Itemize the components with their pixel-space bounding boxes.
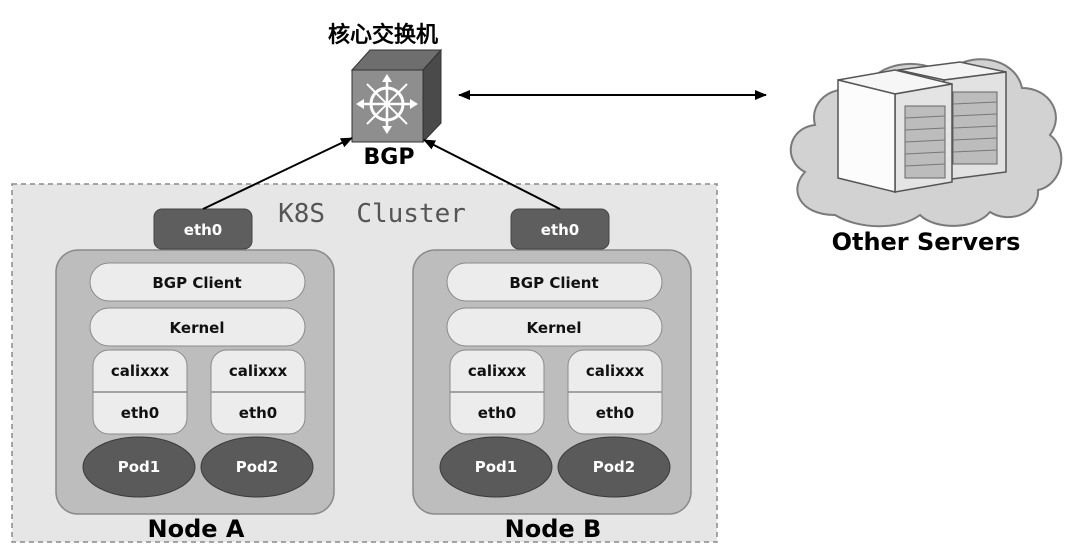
- node-a-nic-label: eth0: [184, 221, 222, 239]
- node-b-pod2-eth: eth0: [596, 404, 634, 422]
- switch-protocol-label: BGP: [364, 145, 415, 170]
- cluster-label: K8S Cluster: [278, 199, 466, 229]
- node-b-bgp-arrow: [423, 139, 561, 210]
- node-a-pod2-eth: eth0: [239, 404, 277, 422]
- node-b-kernel: [446, 307, 663, 347]
- node-a-pod2: [200, 436, 314, 498]
- node-b-pod1-veth: calixxx: [468, 362, 527, 380]
- node-a-pod2-label: Pod2: [236, 458, 278, 476]
- server-rack-icon: [837, 61, 1007, 193]
- core-switch-icon: [350, 48, 443, 144]
- node-a-pod2-veth: calixxx: [229, 362, 288, 380]
- node-b-pod1: [439, 436, 553, 498]
- node-a: eth0 BGP Client Kernel calixxx eth0 cali…: [55, 208, 335, 543]
- node-a-bgp-client-label: BGP Client: [152, 274, 241, 292]
- node-a-label: Node A: [148, 515, 245, 543]
- node-a-bgp-client: [89, 262, 306, 302]
- node-b-bgp-client: [446, 262, 663, 302]
- node-b-pod1-label: Pod1: [475, 458, 517, 476]
- other-servers-label: Other Servers: [832, 228, 1021, 256]
- node-b-kernel-label: Kernel: [527, 319, 582, 337]
- switch-title: 核心交换机: [328, 22, 438, 48]
- node-b-nic-label: eth0: [541, 221, 579, 239]
- node-a-bgp-arrow: [202, 137, 353, 210]
- node-b-pod1-eth: eth0: [478, 404, 516, 422]
- node-a-kernel-label: Kernel: [170, 319, 225, 337]
- node-b-pod2-label: Pod2: [593, 458, 635, 476]
- node-b-label: Node B: [505, 515, 602, 543]
- node-b-pod2-veth: calixxx: [586, 362, 645, 380]
- node-a-pod1-veth: calixxx: [111, 362, 170, 380]
- node-a-pod1-eth: eth0: [121, 404, 159, 422]
- node-b-pod2: [557, 436, 671, 498]
- node-a-pod1: [82, 436, 196, 498]
- node-b: eth0 BGP Client Kernel calixxx eth0 cali…: [412, 208, 692, 543]
- node-a-kernel: [89, 307, 306, 347]
- node-b-bgp-client-label: BGP Client: [509, 274, 598, 292]
- node-a-pod1-label: Pod1: [118, 458, 160, 476]
